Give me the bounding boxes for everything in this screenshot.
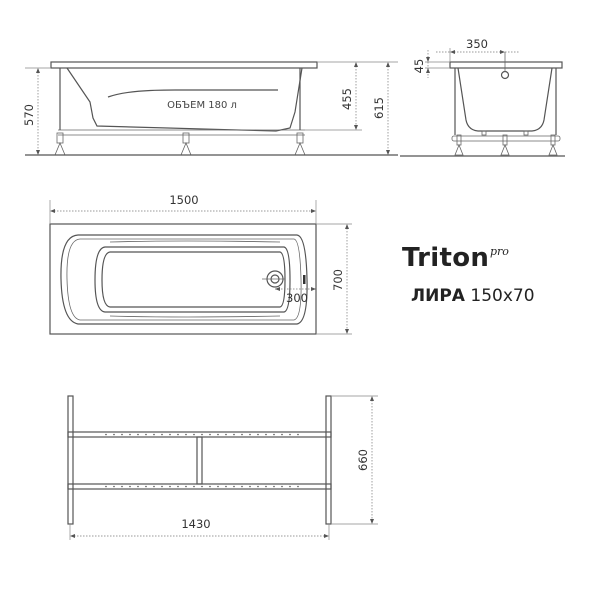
frame-hole <box>161 433 163 436</box>
frame-hole <box>129 433 131 436</box>
end-rim <box>449 61 563 69</box>
overflow-icon <box>500 70 510 80</box>
dim-label-615: 615 <box>372 97 386 119</box>
frame-hole <box>129 485 131 488</box>
frame-hole <box>105 485 107 488</box>
dim-label-455: 455 <box>340 88 354 110</box>
frame-hole <box>137 433 139 436</box>
frame-hole <box>201 485 203 488</box>
frame-hole <box>265 433 267 436</box>
frame-hole <box>297 433 299 436</box>
dim-label-1430: 1430 <box>181 517 210 531</box>
end-leg-foot-right <box>548 134 558 156</box>
frame-hole <box>153 485 155 488</box>
frame-hole <box>225 433 227 436</box>
frame-hole <box>289 433 291 436</box>
frame-hole <box>289 485 291 488</box>
dim-label-570: 570 <box>22 104 36 126</box>
side-tub-body <box>66 67 303 132</box>
frame-hole <box>121 433 123 436</box>
volume-label: ОБЪЕМ 180 л <box>167 100 237 111</box>
frame-hole <box>185 433 187 436</box>
top-rim-contour <box>60 234 308 325</box>
top-basin-inner <box>101 251 286 308</box>
frame-hole <box>281 433 283 436</box>
brand-logo: Triton <box>402 243 489 273</box>
frame-hole <box>169 485 171 488</box>
frame-hole <box>257 485 259 488</box>
end-view: 350 45 <box>400 37 565 157</box>
end-tub-body <box>457 67 553 132</box>
frame-post-left <box>67 395 74 525</box>
frame-holes-bottom <box>105 485 299 488</box>
side-leg-foot-right <box>294 132 306 156</box>
frame-hole <box>169 433 171 436</box>
frame-holes-top <box>105 433 299 436</box>
frame-hole <box>265 485 267 488</box>
frame-hole <box>161 485 163 488</box>
dim-label-1500: 1500 <box>169 193 198 207</box>
frame-hole <box>193 433 195 436</box>
brand-suffix: pro <box>490 245 509 258</box>
frame-rail-bottom <box>67 483 332 490</box>
frame-hole <box>249 433 251 436</box>
top-outline <box>49 223 317 335</box>
side-rim <box>50 61 318 69</box>
side-leg-foot-middle <box>180 132 192 156</box>
frame-hole <box>225 485 227 488</box>
model-title: ЛИРА 150x70 <box>411 286 535 306</box>
frame-hole <box>297 485 299 488</box>
dim-label-700: 700 <box>331 269 345 291</box>
dim-label-350: 350 <box>466 37 488 51</box>
frame-crossbar <box>196 436 203 485</box>
frame-hole <box>273 433 275 436</box>
frame-view: 1430 660 <box>67 395 378 540</box>
frame-hole <box>137 485 139 488</box>
side-view: 570 455 615 ОБЪЕМ 180 л <box>22 61 398 156</box>
frame-hole <box>257 433 259 436</box>
frame-hole <box>273 485 275 488</box>
frame-rail-top <box>67 431 332 438</box>
frame-hole <box>193 485 195 488</box>
frame-hole <box>177 433 179 436</box>
frame-hole <box>185 485 187 488</box>
frame-hole <box>177 485 179 488</box>
frame-hole <box>145 485 147 488</box>
end-frame-rail <box>451 135 561 142</box>
frame-hole <box>209 485 211 488</box>
frame-hole <box>113 433 115 436</box>
frame-hole <box>113 485 115 488</box>
top-view: 300 1500 700 <box>49 193 352 335</box>
brand-name: Triton <box>402 243 490 273</box>
dim-label-300: 300 <box>286 291 308 305</box>
frame-hole <box>105 433 107 436</box>
model-name: ЛИРА <box>411 286 465 306</box>
model-size: 150x70 <box>470 286 535 306</box>
frame-hole <box>281 485 283 488</box>
frame-hole <box>201 433 203 436</box>
frame-hole <box>233 485 235 488</box>
frame-hole <box>233 433 235 436</box>
top-basin-outer <box>94 246 291 313</box>
end-leg-foot-middle <box>500 134 510 156</box>
frame-hole <box>153 433 155 436</box>
overflow-mark <box>303 275 306 284</box>
frame-hole <box>249 485 251 488</box>
frame-hole <box>209 433 211 436</box>
frame-hole <box>241 433 243 436</box>
end-leg-foot-left <box>454 134 464 156</box>
frame-hole <box>217 433 219 436</box>
dim-label-45: 45 <box>412 59 426 74</box>
frame-hole <box>217 485 219 488</box>
side-leg-foot-left <box>54 132 66 156</box>
side-waterline <box>107 89 278 98</box>
dim-label-660: 660 <box>356 449 370 471</box>
frame-post-right <box>325 395 332 525</box>
frame-hole <box>241 485 243 488</box>
frame-hole <box>145 433 147 436</box>
frame-hole <box>121 485 123 488</box>
